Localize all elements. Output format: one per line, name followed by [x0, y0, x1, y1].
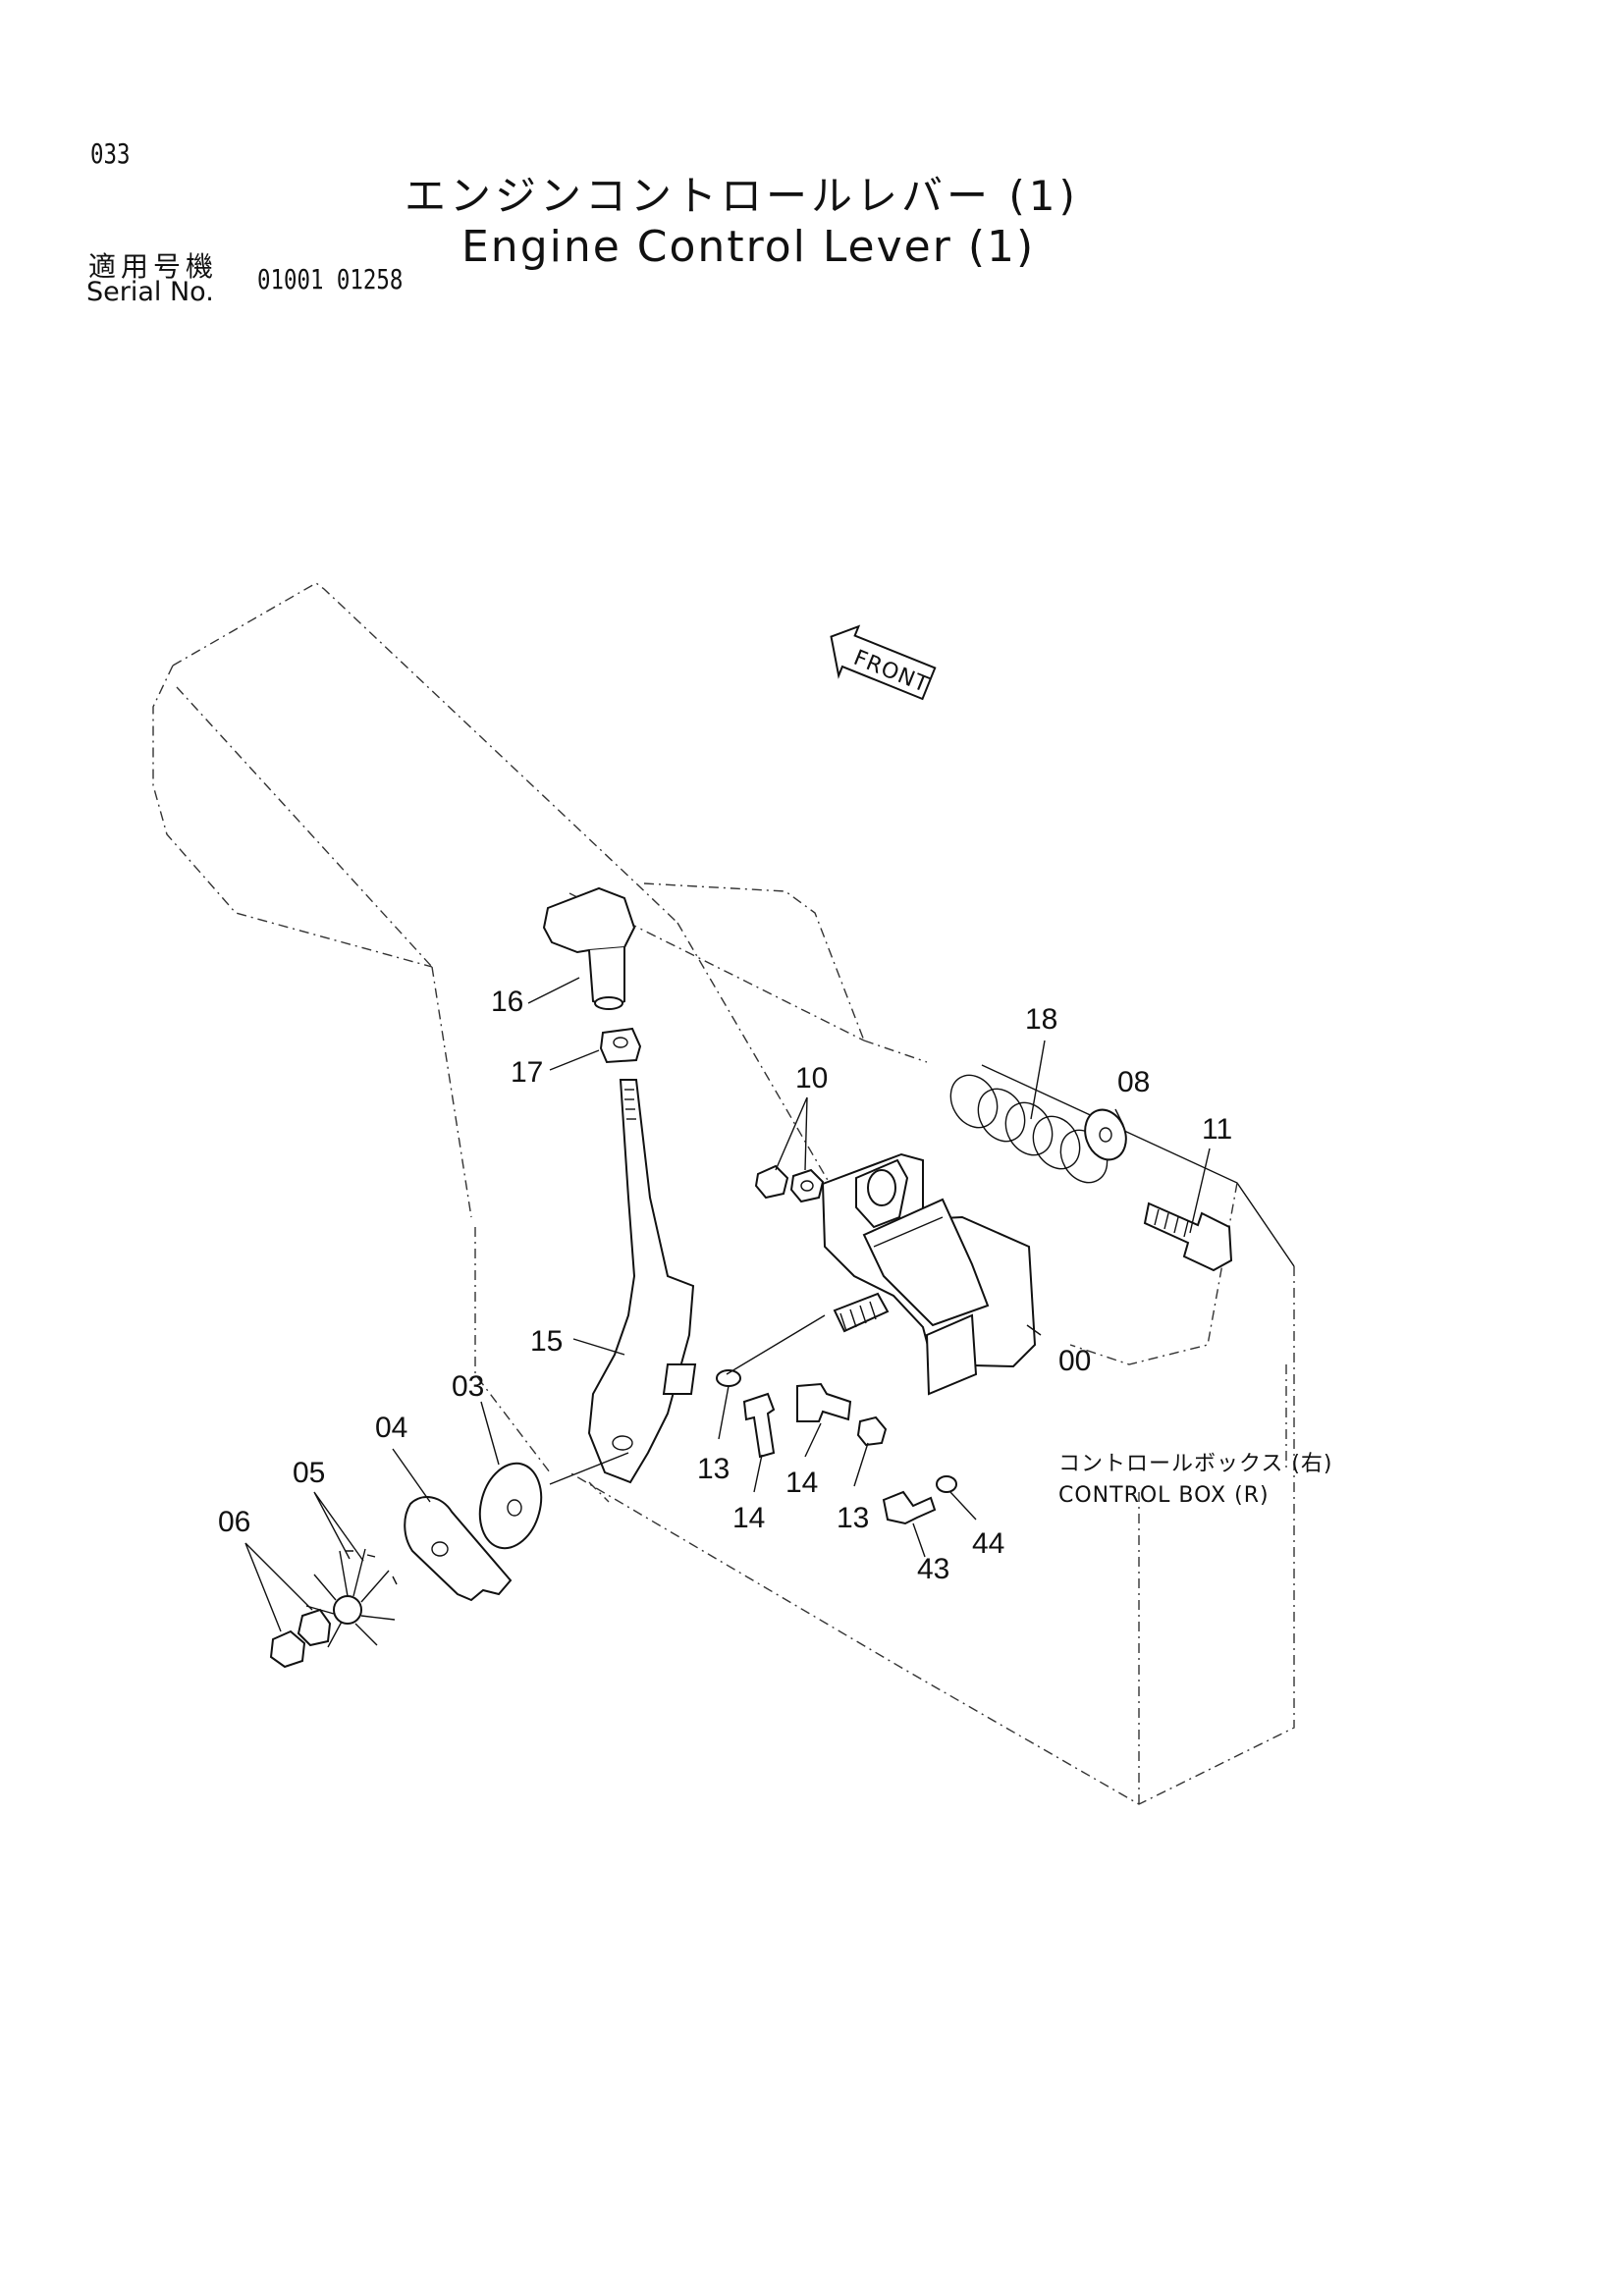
plate-03 — [478, 1462, 543, 1550]
star-washer-05 — [305, 1548, 398, 1648]
bolt-14-right — [796, 1382, 852, 1422]
bolt-axis — [726, 1314, 826, 1375]
nuts-06 — [269, 1608, 332, 1669]
callout-05: 05 — [293, 1457, 325, 1489]
console-outline — [152, 582, 1295, 1805]
bolt-14-left — [742, 1392, 776, 1459]
washer-08 — [1084, 1108, 1127, 1161]
knob — [542, 886, 636, 1010]
callout-10: 10 — [795, 1062, 828, 1095]
front-arrow: FRONT — [830, 624, 937, 701]
callout-17: 17 — [511, 1056, 543, 1089]
callout-43: 43 — [917, 1553, 949, 1585]
bolt-11 — [1143, 1201, 1233, 1272]
page-number: 033 — [90, 137, 131, 170]
callout-15: 15 — [530, 1325, 563, 1358]
leader-lines — [244, 977, 1211, 1632]
callout-00: 00 — [1058, 1345, 1091, 1377]
lever — [587, 1079, 697, 1484]
lever-nut — [599, 1027, 642, 1064]
callout-03: 03 — [452, 1370, 484, 1403]
serial-label-english: Serial No. — [86, 277, 214, 307]
title-japanese: エンジンコントロールレバー (1) — [405, 172, 1079, 220]
title-english: Engine Control Lever (1) — [461, 222, 1036, 272]
callout-14-right: 14 — [785, 1467, 818, 1499]
bolt-43 — [882, 1490, 937, 1525]
control-box-label-english: CONTROL BOX (R) — [1058, 1483, 1270, 1508]
callout-13-left: 13 — [697, 1453, 730, 1485]
bracket — [821, 1152, 1037, 1396]
serial-label-japanese: 適用号機 — [88, 250, 219, 283]
callout-16: 16 — [491, 986, 523, 1018]
callout-13-right: 13 — [837, 1502, 869, 1534]
serial-range: 01001 01258 — [257, 263, 404, 295]
front-arrow-label: FRONT — [850, 646, 933, 698]
cam-plate-04 — [404, 1496, 513, 1602]
callout-44: 44 — [972, 1527, 1004, 1560]
callout-11: 11 — [1202, 1113, 1232, 1146]
callout-06: 06 — [218, 1506, 250, 1538]
callout-18: 18 — [1025, 1003, 1057, 1036]
callout-14-left: 14 — [732, 1502, 765, 1534]
nuts-10 — [754, 1164, 825, 1203]
assembly-axis — [549, 1452, 629, 1485]
callout-04: 04 — [375, 1412, 407, 1444]
callout-08: 08 — [1117, 1066, 1150, 1098]
control-box-label-japanese: コントロールボックス (右) — [1058, 1452, 1333, 1476]
washer-44 — [936, 1475, 957, 1493]
washer-13-right — [856, 1415, 888, 1447]
